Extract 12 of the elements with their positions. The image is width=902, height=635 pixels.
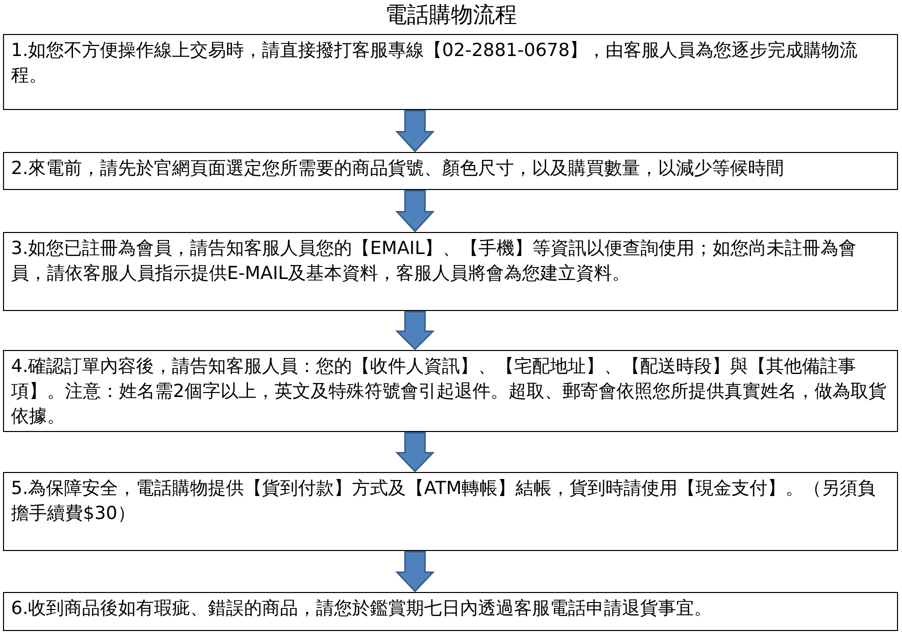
step-box: 1.如您不方便操作線上交易時，請直接撥打客服專線【02-2881-0678】，由客服人員為您逐步完成購物流程。 bbox=[3, 34, 898, 110]
block-arrow bbox=[395, 110, 435, 152]
step-box: 6.收到商品後如有瑕疵、錯誤的商品，請您於鑑賞期七日內透過客服電話申請退貨事宜。 bbox=[3, 592, 898, 631]
block-arrow bbox=[395, 190, 435, 232]
title: 電話購物流程 bbox=[384, 2, 518, 30]
step-box: 5.為保障安全，電話購物提供【貨到付款】方式及【ATM轉帳】結帳，貨到時請使用【現金支付】。（另須負擔手續費$30） bbox=[3, 472, 898, 551]
step-box: 3.如您已註冊為會員，請告知客服人員您的【EMAIL】、【手機】等資訊以便查詢使用；如您尚未註冊為會員，請依客服人員指示提供E-MAIL及基本資料，客服人員將會為您建立資料。 bbox=[3, 232, 898, 311]
step-box: 2.來電前，請先於官網頁面選定您所需要的商品貨號、顏色尺寸，以及購買數量，以減少等候時間 bbox=[3, 152, 898, 190]
block-arrow bbox=[395, 432, 435, 472]
block-arrow bbox=[395, 311, 435, 350]
step-box: 4.確認訂單內容後，請告知客服人員：您的【收件人資訊】、【宅配地址】、【配送時段】與【其他備註事項】。注意：姓名需2個字以上，英文及特殊符號會引起退件。超取、郵寄會依照您所提供真實姓名，做為取貨依據。 bbox=[3, 350, 898, 432]
block-arrow bbox=[395, 551, 435, 592]
